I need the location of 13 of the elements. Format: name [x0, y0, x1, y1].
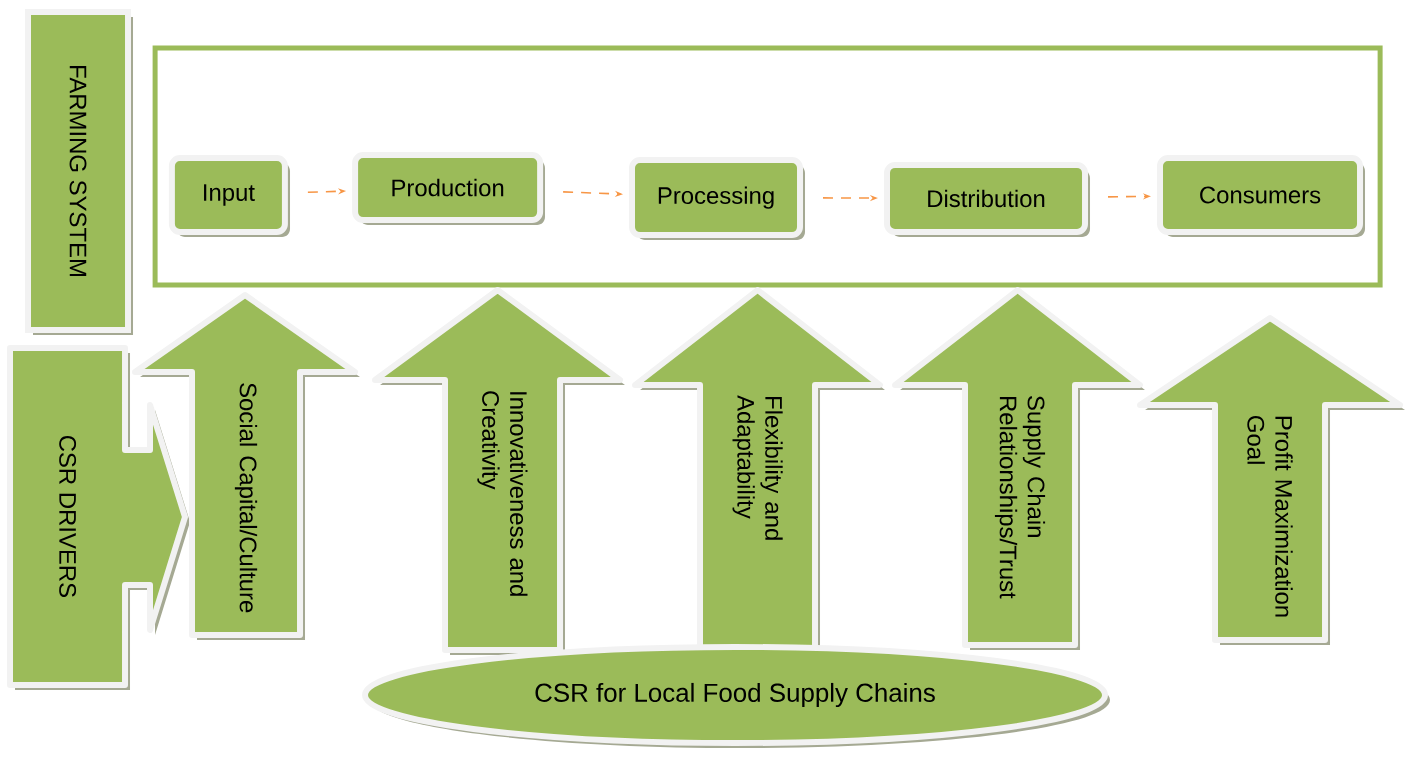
process-box: Distribution — [884, 161, 1090, 237]
process-box: Production — [352, 152, 545, 225]
frame-box — [152, 45, 1383, 288]
pointed-pillar: Innovativeness and Creativity — [372, 287, 625, 655]
right-arrow-box: CSR DRIVERS — [7, 345, 190, 690]
pointed-pillar: Supply Chain Relationships/Trust — [892, 287, 1145, 650]
pointed-pillar: Social Capital/Culture — [132, 292, 360, 640]
pointed-pillar: Profit Maximization Goal — [1137, 315, 1405, 645]
process-box: Consumers — [1157, 155, 1365, 237]
process-box: Processing — [629, 157, 805, 240]
pointed-pillar: Flexibility and Adaptability — [632, 287, 885, 655]
vertical-label-box: FARMING SYSTEM — [25, 9, 133, 335]
process-box: Input — [168, 155, 290, 237]
